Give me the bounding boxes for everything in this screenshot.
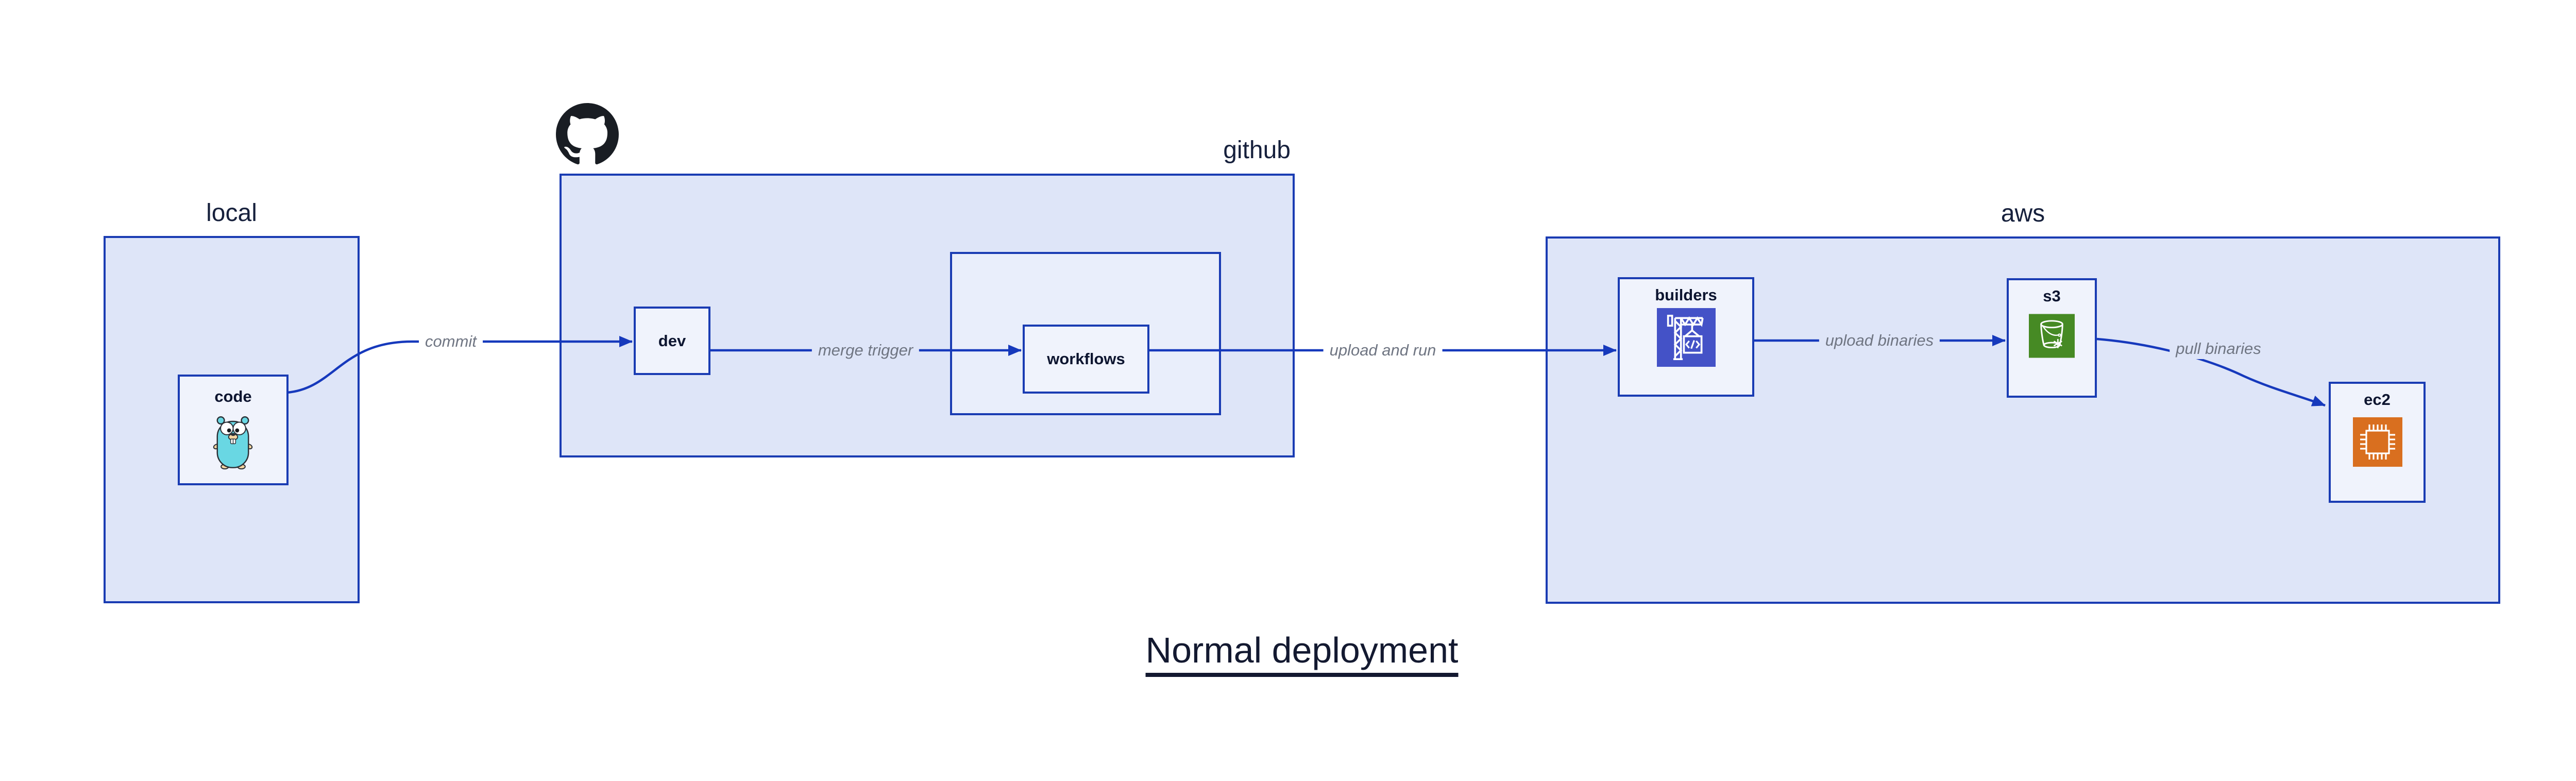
- node-label-dev: dev: [658, 331, 686, 350]
- edge-label-upload-and-run: upload and run: [1323, 340, 1443, 361]
- ec2-chip-icon: [2353, 417, 2402, 469]
- edge-label-upload-binaries: upload binaries: [1819, 330, 1940, 351]
- edge-label-commit: commit: [419, 331, 483, 352]
- diagram-title: Normal deployment: [1145, 631, 1459, 677]
- github-icon: [556, 103, 619, 168]
- node-builders: [1618, 277, 1754, 397]
- container-label-local: local: [206, 199, 257, 227]
- node-label-s3: s3: [2043, 287, 2061, 305]
- node-label-builders: builders: [1655, 286, 1717, 304]
- codebuild-crane-icon: [1656, 308, 1717, 369]
- node-label-code: code: [214, 387, 252, 405]
- s3-bucket-icon: [2029, 314, 2075, 361]
- edge-label-merge-trigger: merge trigger: [811, 340, 920, 361]
- edge-pull-binaries-arrow: [2096, 337, 2326, 407]
- node-workflows: [1023, 325, 1149, 394]
- node-label-workflows: workflows: [1047, 350, 1125, 368]
- go-gopher-icon: [213, 413, 253, 473]
- container-label-github: github: [1223, 137, 1291, 164]
- node-label-ec2: ec2: [2364, 390, 2391, 409]
- edge-commit-arrow: [286, 336, 633, 394]
- edge-label-pull-binaries: pull binaries: [2170, 338, 2267, 359]
- container-label-aws: aws: [2001, 200, 2045, 227]
- node-dev: [634, 307, 710, 375]
